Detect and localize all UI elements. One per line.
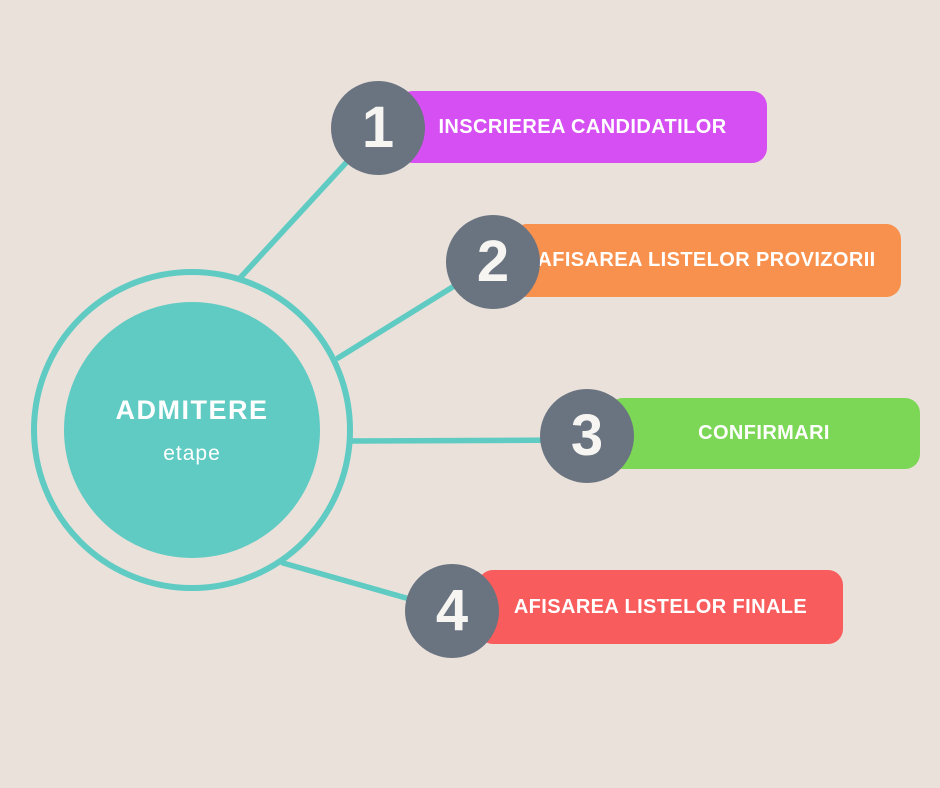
step-bar-4: AFISAREA LISTELOR FINALE (478, 570, 843, 644)
step-number-2: 2 (476, 229, 510, 294)
step-label-2: AFISAREA LISTELOR PROVIZORII (537, 249, 876, 271)
step-number-1: 1 (361, 95, 395, 160)
step-bar-1: INSCRIEREA CANDIDATILOR (398, 91, 767, 163)
step-label-4: AFISAREA LISTELOR FINALE (513, 595, 808, 618)
step-label-3: CONFIRMARI (698, 422, 830, 444)
step-number-circle-1: 1 (331, 81, 425, 175)
step-label-1: INSCRIEREA CANDIDATILOR (438, 115, 727, 138)
center-circle: ADMITERE etape (64, 302, 320, 558)
step-number-circle-3: 3 (540, 389, 634, 483)
step-number-3: 3 (570, 403, 604, 468)
step-bar-2: AFISAREA LISTELOR PROVIZORII (512, 224, 901, 297)
step-number-4: 4 (435, 578, 469, 643)
center-title: ADMITERE (115, 394, 269, 425)
center-outer-ring (31, 269, 353, 591)
step-number-circle-4: 4 (405, 564, 499, 658)
center-subtitle: etape (163, 441, 221, 465)
step-number-circle-2: 2 (446, 215, 540, 309)
step-bar-3: CONFIRMARI (608, 398, 920, 469)
